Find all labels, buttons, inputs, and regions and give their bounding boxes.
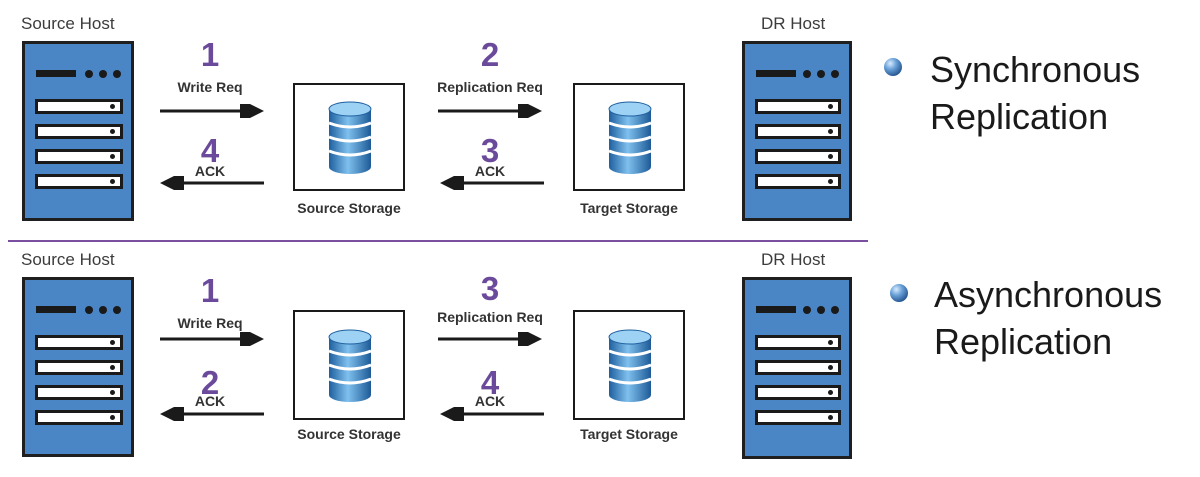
target-storage-label: Target Storage (580, 200, 678, 216)
ack-target-label: ACK (474, 393, 506, 409)
ack-source-label: ACK (194, 393, 226, 409)
source-storage-box (293, 83, 405, 191)
bullet-sphere-icon (884, 58, 902, 76)
ack-source-label: ACK (194, 163, 226, 179)
step-replication-number: 3 (480, 270, 500, 307)
bullet-sphere-icon (890, 284, 908, 302)
source-storage-box (293, 310, 405, 420)
write-request-label: Write Req (177, 79, 243, 95)
ack-target-label: ACK (474, 163, 506, 179)
source-host-label: Source Host (21, 14, 115, 33)
source-host-label: Source Host (21, 250, 115, 269)
target-storage-box (573, 310, 685, 420)
dr-host-label: DR Host (761, 14, 826, 33)
dr-host-label: DR Host (761, 250, 826, 269)
target-storage-label: Target Storage (580, 426, 678, 442)
panel-synchronous: Source Host 1 Write Req 4 ACK Source Sto… (21, 14, 1141, 221)
source-storage-label: Source Storage (297, 200, 401, 216)
write-request-arrow-right-icon (160, 332, 264, 346)
write-request-arrow-right-icon (160, 104, 264, 118)
dr-host-server-icon (742, 277, 852, 459)
dr-host-server-icon (742, 41, 852, 221)
bullet-synchronous-line1: Synchronous (930, 49, 1141, 90)
replication-request-label: Replication Req (437, 79, 543, 95)
target-storage-database-icon (608, 329, 652, 402)
section-divider (8, 240, 868, 242)
step-ack-target-number: 4 (480, 364, 500, 401)
ack-source-arrow-left-icon (160, 407, 264, 421)
replication-request-arrow-right-icon (438, 104, 542, 118)
step-write-number: 1 (200, 272, 220, 309)
panel-asynchronous: Source Host 1 Write Req 2 ACK Source Sto… (0, 236, 1200, 477)
replication-request-label: Replication Req (437, 309, 543, 325)
step-ack-target-number: 3 (480, 132, 500, 169)
bullet-asynchronous-line2: Replication (934, 321, 1113, 362)
write-request-label: Write Req (177, 315, 243, 331)
target-storage-database-icon (608, 101, 652, 174)
ack-source-arrow-left-icon (160, 176, 264, 190)
step-ack-source-number: 2 (200, 364, 220, 401)
ack-target-arrow-left-icon (440, 176, 544, 190)
source-host-server-icon (22, 277, 134, 457)
bullet-asynchronous-line1: Asynchronous (934, 274, 1163, 315)
step-replication-number: 2 (480, 36, 500, 73)
step-ack-source-number: 4 (200, 132, 220, 169)
source-storage-database-icon (328, 329, 372, 402)
replication-request-arrow-right-icon (438, 332, 542, 346)
source-storage-database-icon (328, 101, 372, 174)
bullet-synchronous-line2: Replication (930, 96, 1109, 137)
step-write-number: 1 (200, 36, 220, 73)
target-storage-box (573, 83, 685, 191)
source-storage-label: Source Storage (297, 426, 401, 442)
source-host-server-icon (22, 41, 134, 221)
ack-target-arrow-left-icon (440, 407, 544, 421)
